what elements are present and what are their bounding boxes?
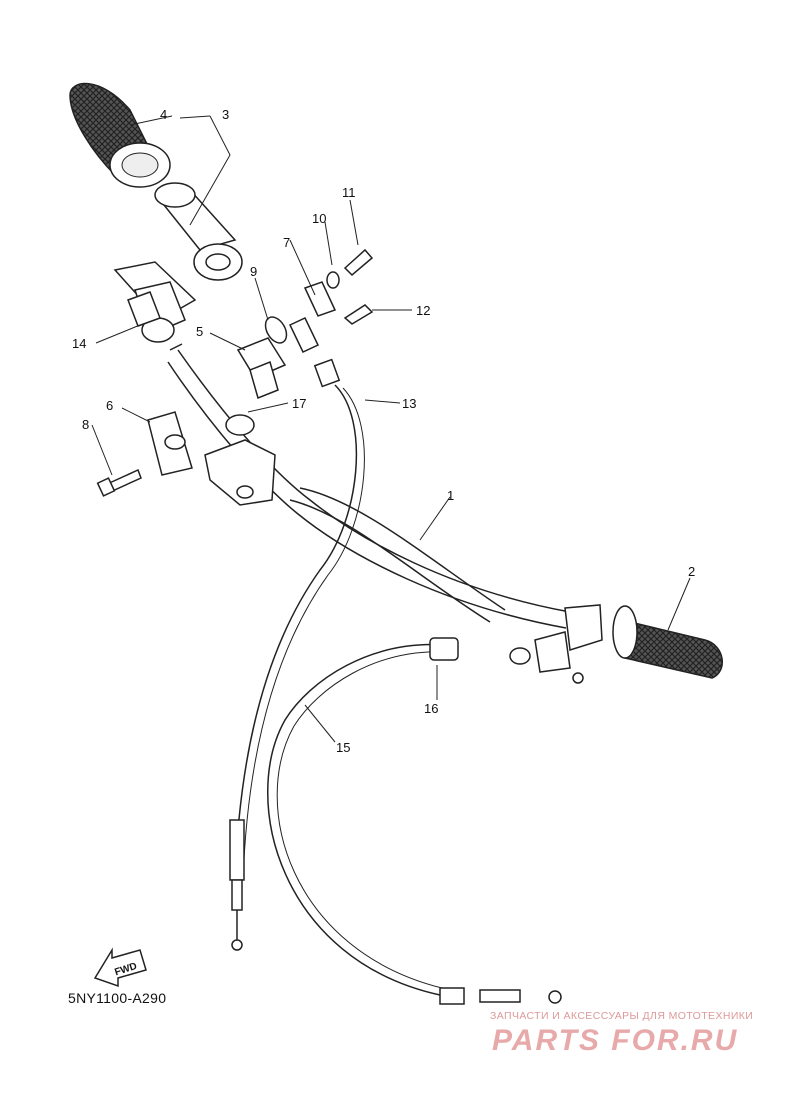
callout-14: 14: [72, 336, 86, 351]
lever-bracket-left: [204, 414, 276, 506]
callout-4: 4: [160, 107, 167, 122]
right-grip: [612, 605, 723, 679]
callout-5: 5: [196, 324, 203, 339]
callout-10: 10: [312, 211, 326, 226]
leader-lines: [91, 115, 691, 743]
callout-17: 17: [292, 396, 306, 411]
watermark-tagline: ЗАПЧАСТИ И АКСЕССУАРЫ ДЛЯ МОТОТЕХНИКИ: [490, 1010, 754, 1022]
callout-3: 3: [222, 107, 229, 122]
throttle-housing: [113, 261, 197, 343]
callout-12: 12: [416, 303, 430, 318]
clamp-lower: [147, 411, 193, 476]
callout-7: 7: [283, 235, 290, 250]
cable-15-end: [439, 987, 562, 1005]
callout-15: 15: [336, 740, 350, 755]
forward-arrow-icon: FWD: [93, 947, 147, 988]
callout-11: 11: [342, 185, 356, 200]
left-grip: [69, 82, 171, 188]
cable-15-outer: [276, 651, 449, 989]
cable-15: [267, 643, 446, 996]
callout-6: 6: [106, 398, 113, 413]
callout-9: 9: [250, 264, 257, 279]
clutch-perch: [509, 604, 603, 684]
cable-13-outer: [242, 387, 365, 881]
cable-13: [234, 384, 358, 881]
callout-16: 16: [424, 701, 438, 716]
callout-1: 1: [447, 488, 454, 503]
cable-adjuster-parts: [264, 248, 374, 388]
watermark-brand: PARTS FOR.RU: [492, 1024, 739, 1057]
clamp-upper: [236, 337, 287, 400]
handlebar: [167, 343, 571, 629]
throttle-tube: [154, 182, 243, 281]
cable-13-end: [229, 819, 245, 951]
callout-2: 2: [688, 564, 695, 579]
callout-13: 13: [402, 396, 416, 411]
bolt-8: [96, 468, 142, 497]
diagram-code: 5NY1100-A290: [68, 990, 167, 1006]
adjuster-16: [429, 637, 459, 661]
callout-8: 8: [82, 417, 89, 432]
